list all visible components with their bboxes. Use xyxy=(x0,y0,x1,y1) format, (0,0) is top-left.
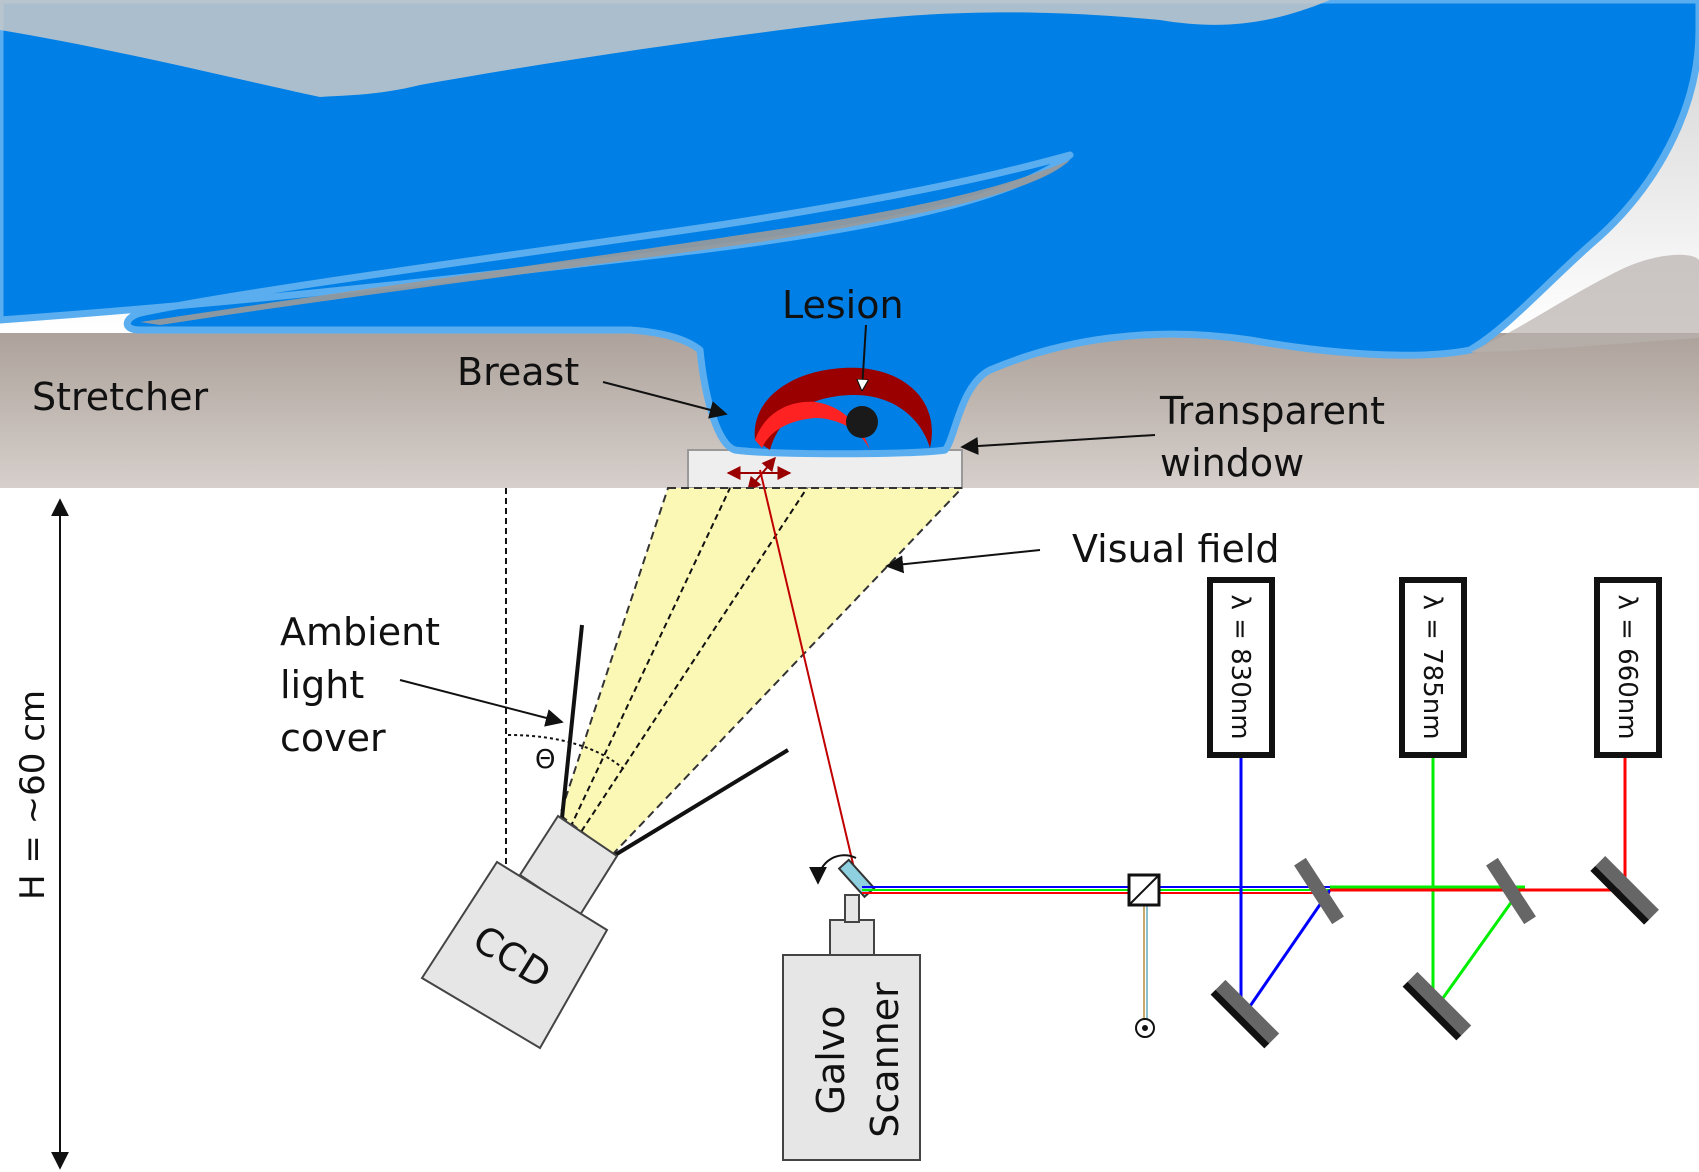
ambient-cover-pointer-arrow xyxy=(399,679,564,727)
beam-splitter xyxy=(1127,873,1161,907)
ccd-camera xyxy=(420,814,619,1050)
galvo-mirror xyxy=(837,858,876,899)
scan-beam xyxy=(759,469,859,886)
lower-highlight xyxy=(1470,254,1699,352)
galvo-mount xyxy=(829,919,875,956)
breast-pointer-arrow xyxy=(602,381,728,419)
beam-785-diagonal xyxy=(1436,889,1522,1006)
laser-660: λ = 660nm xyxy=(1594,577,1662,758)
stretcher-label: Stretcher xyxy=(32,375,208,419)
mirror-660 xyxy=(1590,856,1659,925)
visual-field xyxy=(558,487,965,857)
laser-785-label: λ = 785nm xyxy=(1417,594,1447,739)
back-highlight xyxy=(0,0,1330,97)
photodiode-inner xyxy=(1142,1025,1148,1031)
theta-label: Θ xyxy=(535,745,555,775)
visual-field-label: Visual field xyxy=(1072,527,1280,571)
lesion-marker xyxy=(846,406,878,438)
galvo-shaft xyxy=(844,894,860,923)
galvo-label-line1: Galvo xyxy=(809,1005,853,1114)
laser-785: λ = 785nm xyxy=(1399,577,1467,758)
breast-tissue-inner xyxy=(755,401,870,450)
height-label: H = ~60 cm xyxy=(13,690,53,900)
mirror-830 xyxy=(1210,979,1280,1049)
transparent-window-label-line2: window xyxy=(1160,441,1304,485)
galvo-body xyxy=(782,954,921,1161)
transparent-window-label-line1: Transparent xyxy=(1159,389,1385,433)
lesion-label: Lesion xyxy=(782,283,904,327)
ambient-light-cover-line2: light xyxy=(280,663,364,707)
ccd-body xyxy=(420,860,609,1050)
ambient-light-cover-line1: Ambient xyxy=(280,610,440,654)
dichroic-mirror-1 xyxy=(1294,857,1344,925)
laser-830: λ = 830nm xyxy=(1207,577,1275,758)
dichroic-mirror-2 xyxy=(1486,857,1536,925)
beam-830-diagonal xyxy=(1244,889,1332,1013)
laser-830-label: λ = 830nm xyxy=(1225,594,1255,739)
window-pointer-arrow xyxy=(960,434,1156,455)
galvo-scanner xyxy=(782,854,921,1161)
ambient-light-cover-left xyxy=(560,624,584,819)
galvo-rotation-arrow xyxy=(809,854,857,885)
breast-tissue-outer xyxy=(754,367,932,450)
lesion-pointer-arrow xyxy=(862,324,866,390)
visual-field-pointer-arrow xyxy=(885,549,1041,574)
laser-660-label: λ = 660nm xyxy=(1612,594,1642,739)
ambient-light-cover-right xyxy=(613,748,790,857)
arm-gap xyxy=(140,160,1070,325)
galvo-label-line2: Scanner xyxy=(863,982,907,1138)
breast-label: Breast xyxy=(457,350,579,394)
ambient-light-cover-line3: cover xyxy=(280,716,386,760)
mirror-785 xyxy=(1402,971,1472,1041)
